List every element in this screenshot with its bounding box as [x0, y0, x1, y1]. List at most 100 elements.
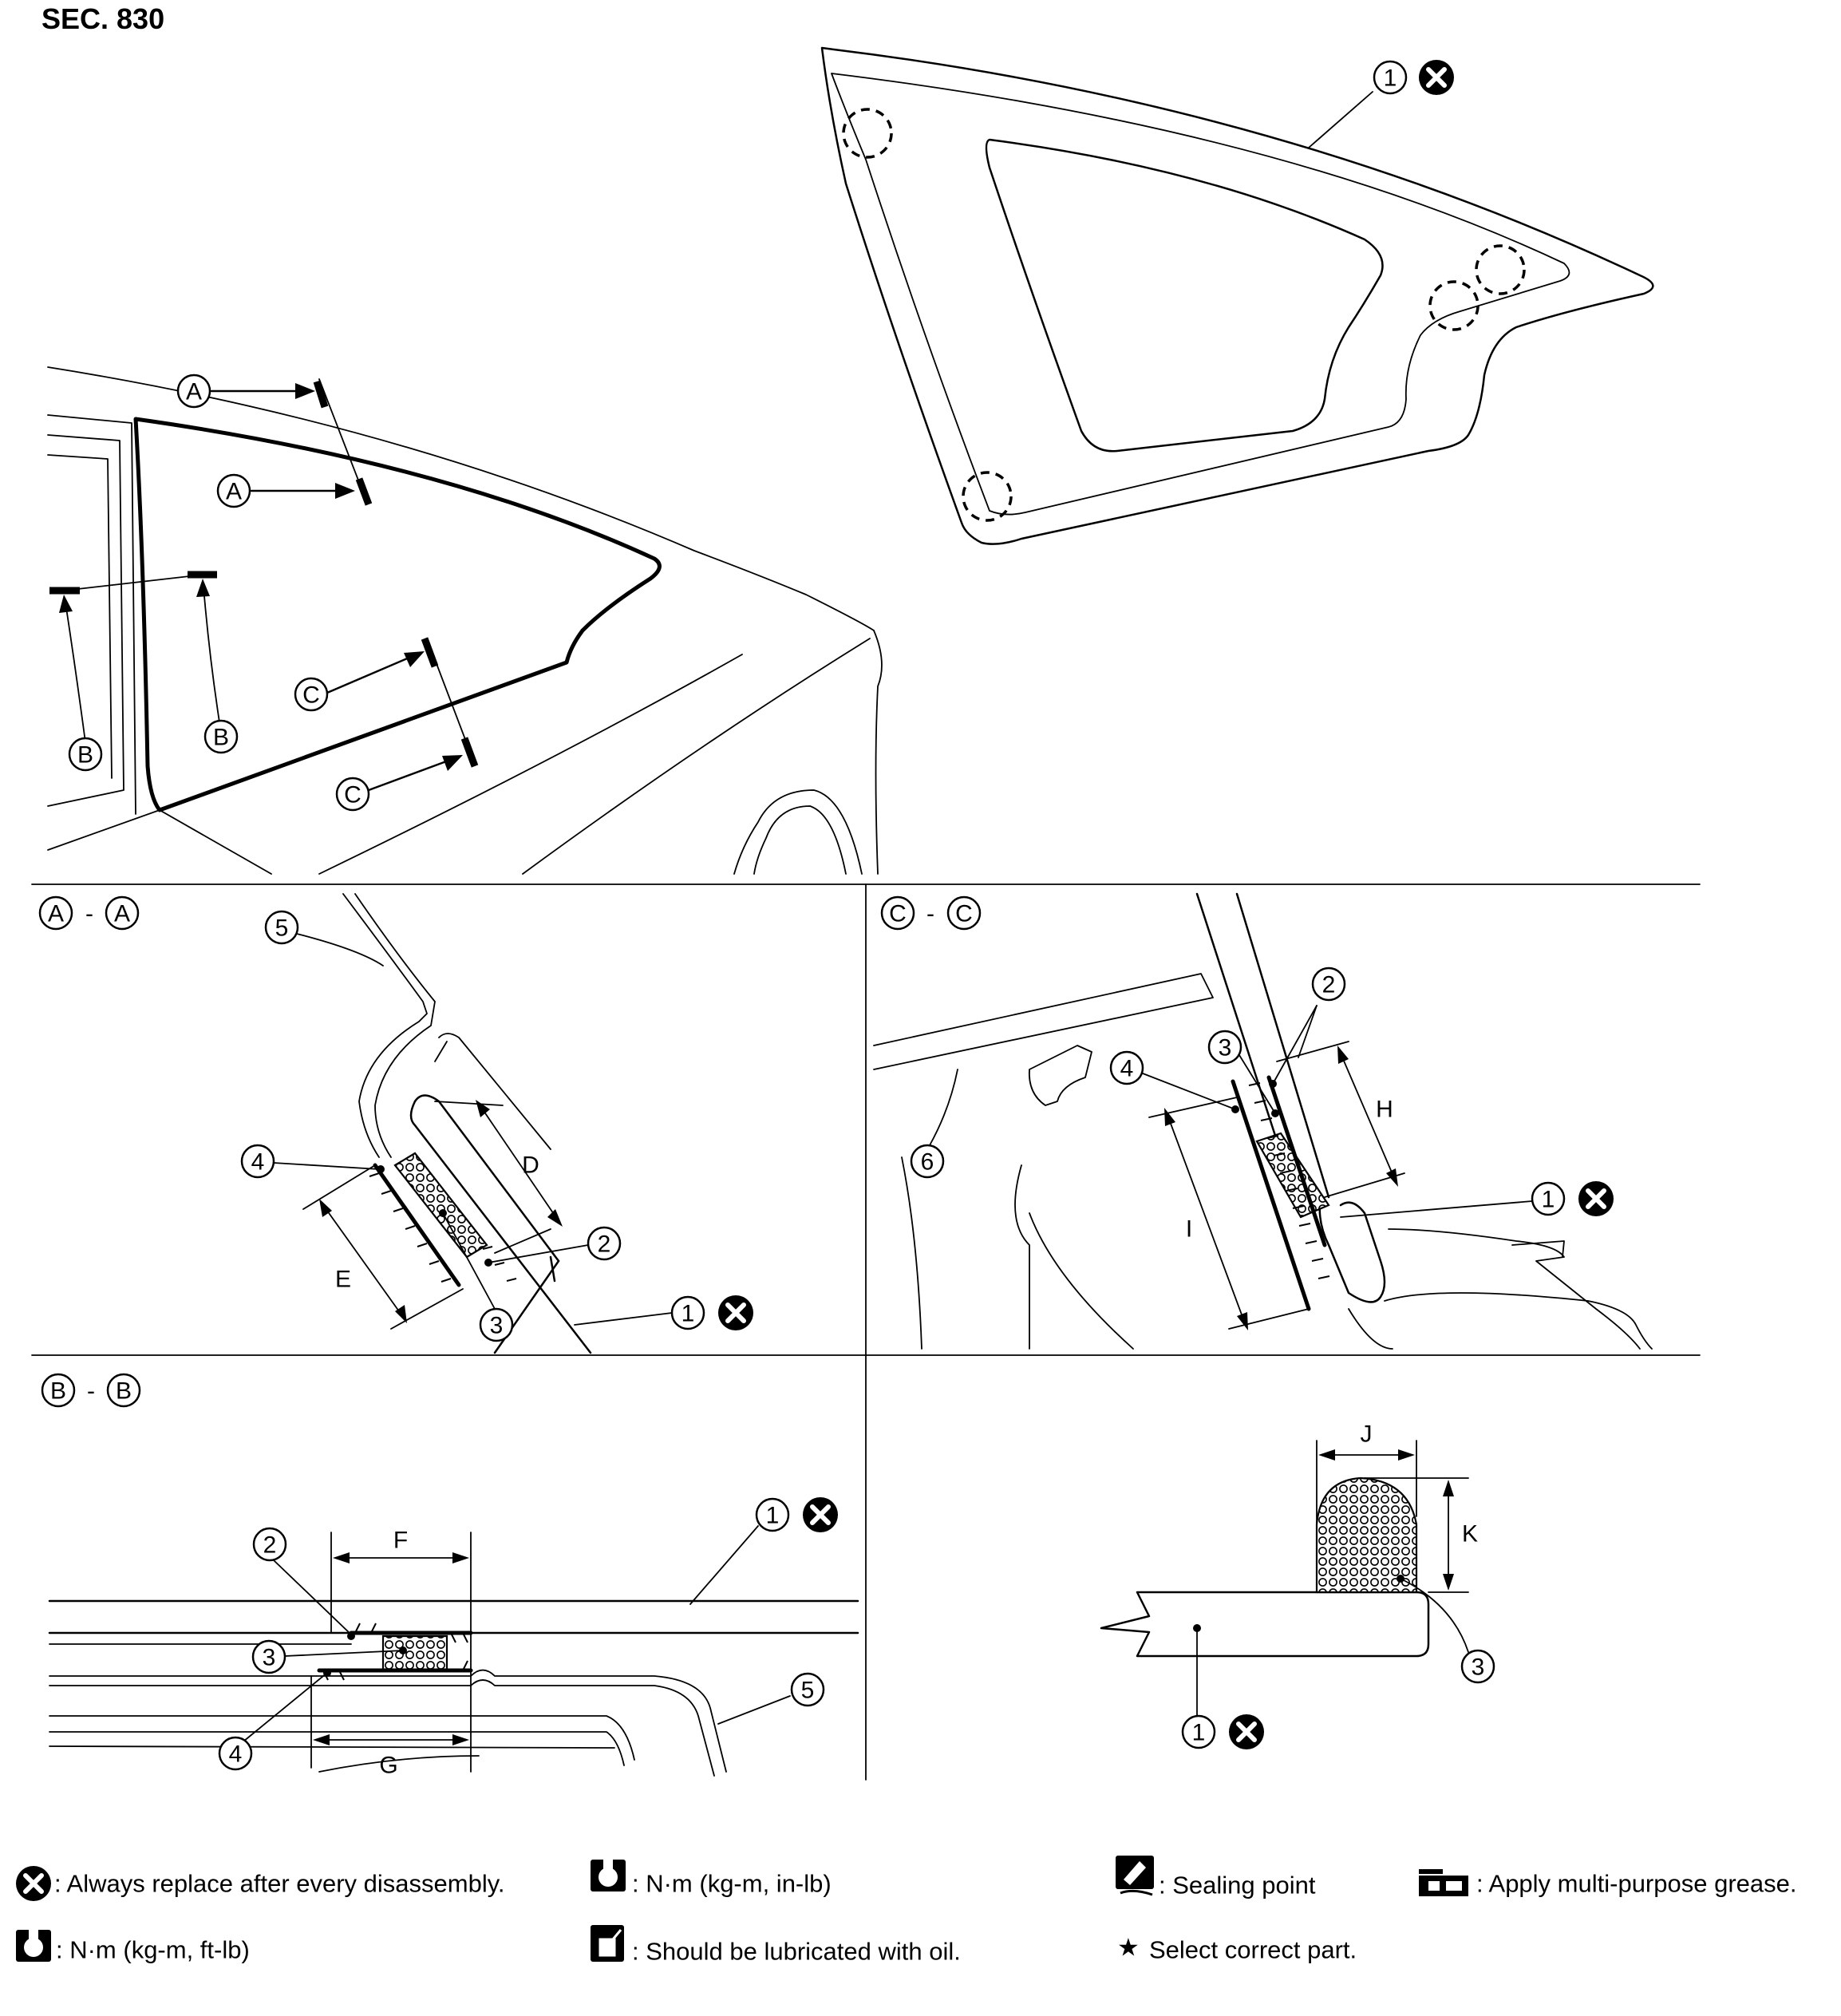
body-panel: [49, 1731, 625, 1766]
molding: [434, 1041, 448, 1062]
callout-5-label: 5: [275, 915, 289, 942]
section-c-label: C: [302, 682, 320, 709]
arrow: [203, 586, 220, 723]
section-b-marker: [41, 1373, 76, 1408]
flange: [1231, 1079, 1311, 1311]
replace-icon: [718, 1295, 753, 1330]
dimension-line: [322, 1204, 404, 1318]
section-c-c: C - C H I: [873, 892, 1653, 1350]
arrowhead: [547, 1209, 563, 1227]
callout-4-label: 4: [251, 1149, 265, 1176]
door-frame: [47, 414, 136, 815]
legend-torque-ft-lb-text: : N·m (kg-m, ft-lb): [56, 1936, 250, 1964]
callout-3-label: 3: [263, 1645, 276, 1671]
arrowhead: [1386, 1168, 1398, 1187]
section-b-marker: [203, 719, 239, 754]
leader-line: [243, 1672, 328, 1742]
arrowhead: [1443, 1574, 1454, 1591]
section-bar: [460, 737, 479, 768]
sealing-point-icon: [1116, 1856, 1154, 1896]
replace-icon: [803, 1497, 838, 1532]
legend-torque-ft-lb: : N·m (kg-m, ft-lb): [16, 1930, 250, 1964]
section-c-marker: [294, 677, 329, 712]
arrow: [65, 602, 86, 743]
callout-3-label: 3: [490, 1313, 504, 1339]
arrow: [367, 757, 456, 792]
leader-line: [1272, 1005, 1318, 1085]
extension-line: [494, 1228, 551, 1254]
extension-line: [1228, 1308, 1310, 1330]
door-glass-inner: [47, 454, 113, 779]
legend-torque-in-lb: : N·m (kg-m, in-lb): [591, 1860, 832, 1898]
callout-1: [755, 1497, 790, 1532]
leader-line: [929, 1069, 958, 1146]
callout-6: [910, 1144, 945, 1179]
legend-lubricate: : Should be lubricated with oil.: [591, 1925, 961, 1966]
callout-2-label: 2: [598, 1231, 611, 1258]
section-a-label: A: [226, 479, 242, 505]
callout-4-label: 4: [1120, 1056, 1134, 1082]
callout-5-label: 5: [801, 1678, 815, 1704]
callout-4: [1109, 1050, 1144, 1085]
arrowhead: [196, 579, 210, 597]
legend-sealing-text: : Sealing point: [1159, 1872, 1316, 1899]
arrowhead: [1237, 1312, 1248, 1330]
section-a-label: A: [114, 901, 130, 927]
arrowhead: [59, 595, 73, 613]
section-c-label: C: [955, 901, 973, 927]
primer-hatch: [369, 1172, 452, 1283]
spacer-marker: [1475, 244, 1526, 295]
section-bar: [313, 380, 329, 409]
dimension-k: K: [1462, 1521, 1478, 1548]
door-glass-edge: [47, 434, 124, 807]
callout-2: [1311, 966, 1346, 1002]
leader-line: [1142, 1073, 1236, 1110]
wheel-arch: [753, 805, 847, 875]
vehicle-side-view: A A B B C C: [47, 366, 883, 875]
wheel-arch: [733, 789, 863, 875]
legend-select-part: ★ Select correct part.: [1117, 1934, 1357, 1964]
leader-line: [488, 1244, 589, 1263]
section-b-label: B: [50, 1378, 66, 1405]
arrowhead: [404, 651, 425, 667]
callout-1: [670, 1295, 705, 1330]
leader-dot: [399, 1646, 407, 1654]
arrowhead: [452, 1552, 469, 1563]
replace-icon: [16, 1866, 51, 1901]
body-panel: [49, 1679, 715, 1777]
body-crease: [318, 654, 743, 875]
body-pillar: [1195, 892, 1286, 1167]
leader-dot: [439, 1209, 447, 1217]
callout-4-label: 4: [229, 1741, 243, 1768]
urethane-bead: [381, 1635, 448, 1671]
section-bar: [421, 637, 439, 668]
quarter-glass-outline: [133, 417, 662, 812]
dimension-h: H: [1376, 1097, 1393, 1123]
body-panel: [49, 1745, 615, 1749]
sealant-bead-detail: J K 3 1: [1100, 1421, 1495, 1750]
arrowhead: [1398, 1449, 1415, 1461]
molding: [438, 1033, 551, 1150]
callout-3: [1207, 1030, 1242, 1065]
callout-1-label: 1: [766, 1503, 780, 1529]
legend-grease-text: : Apply multi-purpose grease.: [1476, 1870, 1797, 1898]
glass-outer-edge: [820, 46, 1654, 545]
arrowhead: [442, 755, 463, 771]
callout-3: [1460, 1649, 1495, 1684]
leader-line: [1298, 1005, 1318, 1058]
section-a-label: A: [186, 379, 202, 405]
urethane-bead: [393, 1152, 488, 1259]
section-bar: [355, 477, 373, 506]
oil-can-icon: [591, 1925, 624, 1962]
body-crease: [159, 809, 272, 875]
leader-line: [273, 1559, 352, 1635]
spacer-marker: [842, 108, 893, 159]
legend-grease: : Apply multi-purpose grease.: [1419, 1869, 1797, 1898]
torque-wrench-icon: [591, 1860, 626, 1891]
body-crease: [522, 638, 871, 875]
section-c-marker: [335, 777, 370, 812]
trim-clip: [1028, 1045, 1092, 1106]
leader-line: [1340, 1200, 1533, 1218]
callout-1-label: 1: [1542, 1187, 1555, 1213]
callout-1: [1181, 1714, 1216, 1749]
